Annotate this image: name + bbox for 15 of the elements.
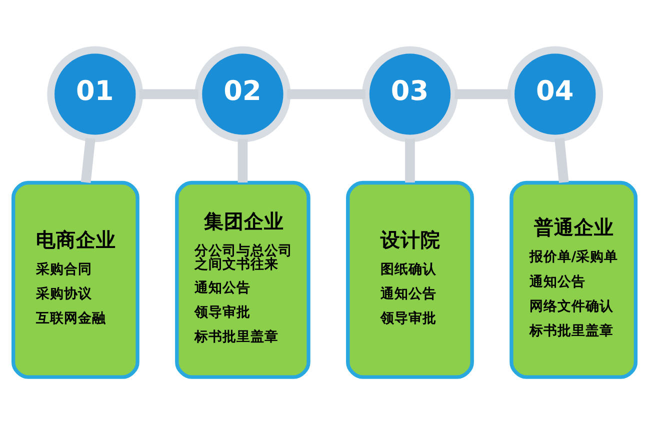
connector [554,137,569,182]
node-circle: 03 [362,46,458,142]
connector [140,88,198,99]
connector [238,138,248,182]
connector [454,88,511,99]
connector [287,88,366,99]
connector [80,137,96,182]
node-circle: 02 [194,46,291,142]
node-box: 集团企业 分公司与总公司之间文书往来 通知公告 领导审批 标书批里盖章 [175,180,310,378]
node-circle: 01 [47,46,144,142]
node-box: 电商企业 采购合同 采购协议 互联网金融 [11,180,140,378]
connector [405,138,415,182]
node-box: 设计院 图纸确认 通知公告 领导审批 [346,180,474,378]
node-box: 普通企业 报价单/采购单 通知公告 网络文件确认 标书批里盖章 [510,180,638,378]
node-circle: 04 [507,46,604,142]
